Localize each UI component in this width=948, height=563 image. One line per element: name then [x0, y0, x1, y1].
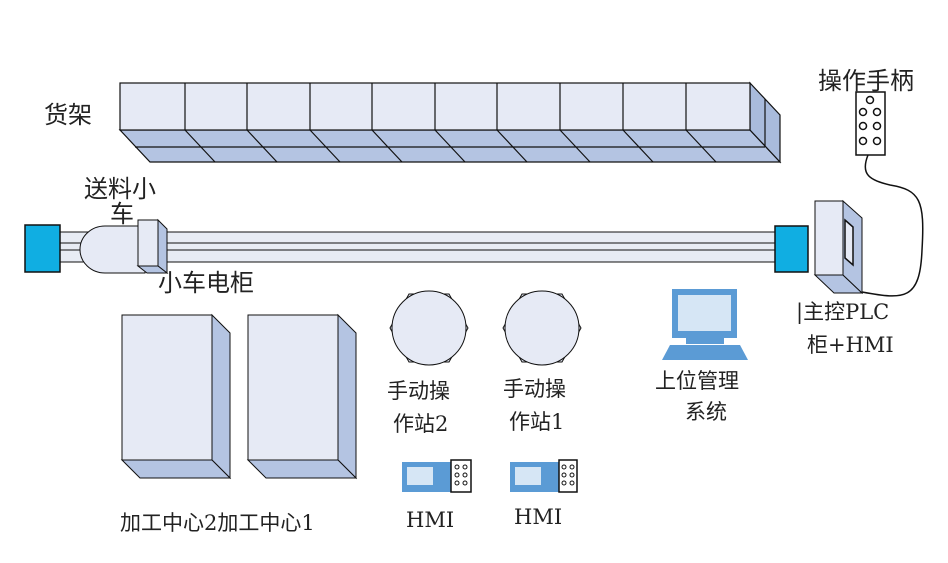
shelf-cell-edge	[685, 129, 717, 163]
shelf-cell-edge	[622, 129, 654, 163]
shelf-cell-edge	[371, 129, 403, 163]
hmi-icon	[402, 459, 472, 493]
handle-cable	[861, 154, 924, 297]
station2-label-line2: 作站2	[393, 412, 448, 436]
machining-centers-label: 加工中心2加工中心1	[120, 511, 315, 535]
plc-label-line1: |主控PLC	[796, 300, 889, 325]
cart-cabinet	[136, 218, 169, 275]
shelf-cell-edge	[434, 129, 466, 163]
hmi-icon	[510, 459, 578, 493]
shelf-cell-edge	[184, 129, 216, 163]
machining-center-2	[120, 313, 232, 480]
host-label-line1: 上位管理	[655, 369, 739, 393]
station1-label-line1: 手动操	[503, 377, 566, 401]
rail-end-right-block	[774, 225, 809, 273]
manual-station-2	[389, 290, 469, 366]
shelf	[118, 81, 782, 164]
cart-cabinet-label: 小车电柜	[158, 269, 254, 297]
computer-icon	[662, 289, 748, 360]
hmi-left-label: HMI	[406, 508, 454, 532]
handle-label: 操作手柄	[818, 67, 914, 95]
station2-label-line1: 手动操	[387, 379, 450, 403]
shelf-cell-edge	[246, 129, 278, 163]
machining-center-1	[246, 313, 358, 480]
cart-label-line2: 车	[110, 200, 134, 228]
shelf-cell-edge	[559, 129, 591, 163]
host-label-line2: 系统	[685, 400, 727, 424]
manual-station-1	[502, 290, 582, 366]
plc-cabinet	[813, 199, 864, 295]
operation-handle	[855, 91, 886, 156]
hmi-right-label: HMI	[514, 505, 562, 529]
shelf-cell-edge	[309, 129, 341, 163]
rail	[59, 231, 776, 263]
rail-end-left-block	[24, 224, 61, 273]
cart-label-line1: 送料小	[84, 175, 156, 203]
feeding-cart	[79, 225, 146, 274]
plc-label-line2: 柜+HMI	[807, 333, 894, 357]
shelf-label: 货架	[44, 101, 92, 129]
station1-label-line2: 作站1	[509, 410, 564, 434]
shelf-cell-edge	[496, 129, 528, 163]
